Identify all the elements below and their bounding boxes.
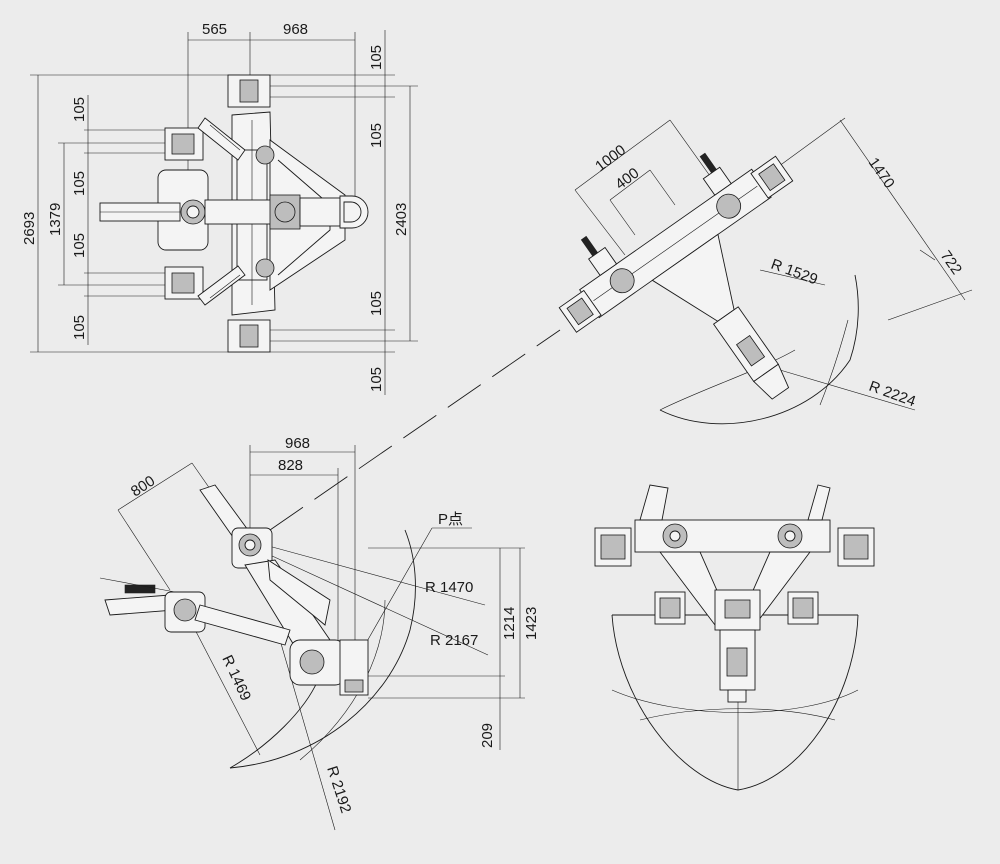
tilted-view: 1000 400 1470 722 R 1529 R 2224 — [558, 117, 973, 425]
tilted-view-machine — [558, 152, 794, 400]
view-link-dashed-line — [269, 329, 561, 531]
dim-1214-side: 1214 — [501, 607, 518, 640]
dim-2403: 2403 — [393, 203, 410, 236]
top-view-top-dimensions: 565 968 — [187, 21, 356, 200]
side-view-800-dimension: 800 — [117, 462, 243, 591]
dim-105-g: 105 — [368, 291, 385, 316]
dim-1470-tilted: 1470 — [865, 155, 898, 192]
front-view — [594, 484, 875, 791]
side-view-machine — [99, 484, 369, 696]
radius-1469-side: R 1469 — [218, 653, 254, 704]
dim-105-f: 105 — [368, 123, 385, 148]
radius-2224-tilted: R 2224 — [867, 378, 918, 411]
radius-1529-tilted: R 1529 — [769, 256, 820, 289]
dim-105-a: 105 — [71, 97, 88, 122]
dim-828-side: 828 — [278, 457, 303, 474]
radius-1470-side: R 1470 — [425, 579, 473, 596]
side-view-right-dimensions: 1214 1423 209 — [368, 547, 540, 750]
dim-209-side: 209 — [479, 723, 496, 748]
side-view: 968 828 800 P点 R 1470 R 2167 R 1469 R 21… — [99, 435, 540, 831]
radius-2192-side: R 2192 — [323, 764, 354, 815]
tilted-view-right-dimensions: 1470 722 — [759, 117, 973, 321]
p-point-label: P点 — [438, 511, 463, 528]
top-view-right-dimensions: 105 105 2403 105 105 — [270, 30, 418, 395]
dim-800-side: 800 — [128, 472, 158, 500]
dim-1379: 1379 — [47, 203, 64, 236]
dim-105-c: 105 — [71, 233, 88, 258]
dim-722-tilted: 722 — [937, 248, 965, 278]
p-point-callout: P点 — [361, 511, 472, 651]
top-view-left-dimensions: 2693 1379 105 105 105 105 — [21, 74, 240, 353]
dim-105-e: 105 — [368, 45, 385, 70]
dim-968-side: 968 — [285, 435, 310, 452]
side-sweep-arc-outer — [229, 529, 416, 769]
tilted-sweep-arc — [659, 274, 859, 425]
dim-105-h: 105 — [368, 367, 385, 392]
dim-968: 968 — [283, 21, 308, 38]
dim-105-d: 105 — [71, 315, 88, 340]
dim-400-tilted: 400 — [612, 165, 642, 194]
dim-105-b: 105 — [71, 171, 88, 196]
dim-565: 565 — [202, 21, 227, 38]
side-view-top-dimensions: 968 828 — [249, 435, 356, 640]
top-view: 565 968 2693 1379 105 105 105 105 — [21, 21, 418, 395]
dim-1423-side: 1423 — [523, 607, 540, 640]
dim-2693: 2693 — [21, 212, 38, 245]
radius-2167-side: R 2167 — [430, 632, 478, 649]
top-view-machine — [99, 74, 369, 353]
